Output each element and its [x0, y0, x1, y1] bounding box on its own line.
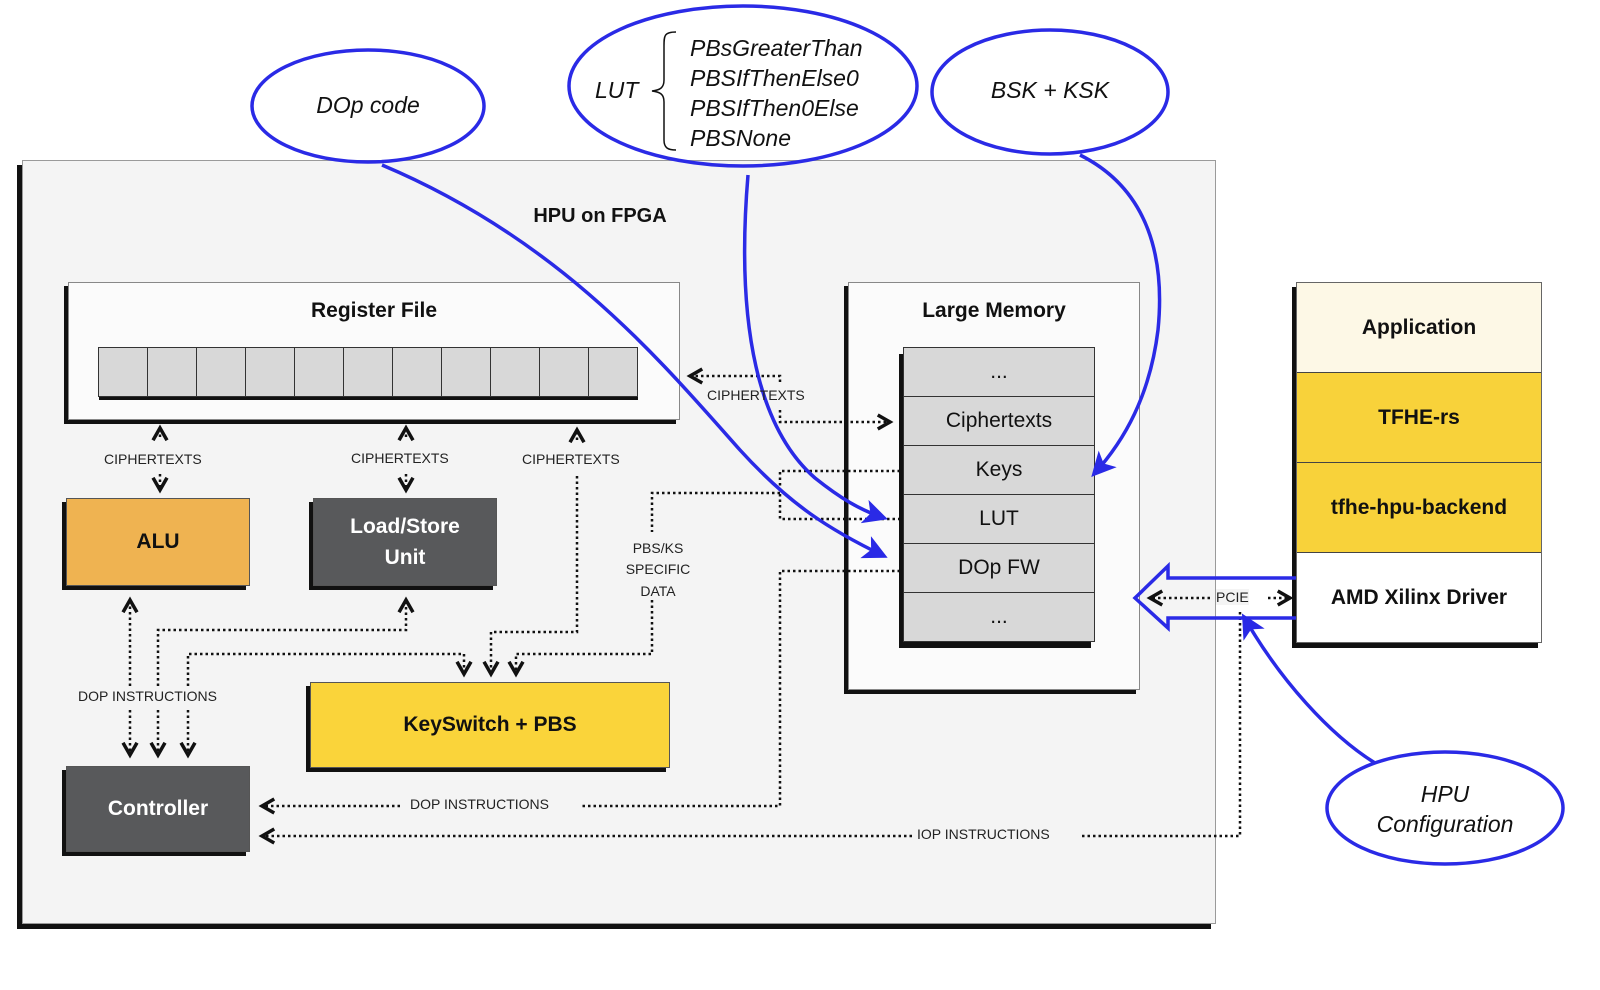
lut-arrow	[742, 174, 888, 524]
label-data: DATA	[616, 583, 700, 599]
register-cell	[147, 347, 197, 397]
register-cell	[245, 347, 295, 397]
keyswitch-pbs-block: KeySwitch + PBS	[310, 682, 670, 768]
label-ciphertexts-lsu: CIPHERTEXTS	[351, 450, 449, 466]
lut-item: PBsGreaterThan	[690, 35, 863, 61]
connector-pbs-data	[650, 491, 780, 532]
controller-block: Controller	[66, 766, 250, 852]
stack-tfhe-rs: TFHE-rs	[1297, 373, 1541, 463]
fpga-title: HPU on FPGA	[533, 205, 667, 227]
large-memory-title: Large Memory	[922, 299, 1066, 322]
memory-row-keys: Keys	[903, 445, 1095, 495]
register-cell	[539, 347, 589, 397]
dop-code-text: DOp code	[316, 92, 420, 118]
software-stack: Application TFHE-rs tfhe-hpu-backend AMD…	[1296, 282, 1542, 643]
register-cell	[98, 347, 148, 397]
memory-row-ellipsis-bottom: ...	[903, 592, 1095, 642]
memory-stack: ... Ciphertexts Keys LUT DOp FW ...	[903, 347, 1095, 642]
register-cell	[588, 347, 638, 397]
bsk-ksk-bubble	[930, 28, 1170, 156]
alu-block: ALU	[66, 498, 250, 586]
connector-memory-regfile	[690, 376, 782, 382]
register-cells	[98, 347, 638, 397]
label-dop-instructions-bottom: DOP INSTRUCTIONS	[410, 796, 549, 812]
connector-keys-lut	[778, 469, 900, 521]
connector-ctrl-ks	[186, 652, 464, 686]
stack-amd-xilinx-driver: AMD Xilinx Driver	[1297, 553, 1541, 642]
keyswitch-label: KeySwitch + PBS	[403, 713, 577, 736]
lut-text: LUT	[595, 77, 639, 103]
pcie-arrow	[1132, 561, 1296, 632]
dop-code-arrow	[381, 163, 888, 559]
lsu-label-line2: Unit	[384, 546, 426, 569]
label-iop-instructions: IOP INSTRUCTIONS	[917, 826, 1050, 842]
hpu-config-line1: HPU	[1420, 781, 1470, 807]
connector-iop-controller	[1082, 612, 1242, 838]
dop-code-bubble	[250, 48, 486, 164]
bsk-ksk-text: BSK + KSK	[990, 77, 1110, 103]
lut-item: PBSNone	[690, 125, 792, 151]
controller-label: Controller	[107, 797, 209, 820]
register-file-title: Register File	[310, 299, 438, 322]
label-ciphertexts-alu: CIPHERTEXTS	[104, 451, 202, 467]
hpu-config-bubble	[1325, 750, 1565, 866]
label-pcie: PCIE	[1216, 589, 1249, 605]
hpu-config-text: HPU Configuration	[1360, 779, 1530, 839]
stack-tfhe-hpu-backend: tfhe-hpu-backend	[1297, 463, 1541, 553]
memory-row-ellipsis-top: ...	[903, 347, 1095, 397]
label-dop-instructions-left: DOP INSTRUCTIONS	[78, 688, 217, 704]
register-cell	[392, 347, 442, 397]
register-cell	[343, 347, 393, 397]
memory-row-ciphertexts: Ciphertexts	[903, 396, 1095, 446]
bsk-ksk-arrow	[1079, 153, 1162, 478]
label-ciphertexts-memory: CIPHERTEXTS	[707, 387, 805, 403]
lut-item: PBSIfThenElse0	[690, 65, 859, 91]
register-file: Register File	[68, 282, 680, 420]
register-cell	[294, 347, 344, 397]
connector-dopfw-controller	[582, 569, 900, 808]
stack-application: Application	[1297, 283, 1541, 373]
lsu-label-line1: Load/Store	[350, 515, 460, 538]
memory-row-lut: LUT	[903, 494, 1095, 544]
label-specific: SPECIFIC	[616, 561, 700, 577]
lut-brace	[651, 31, 677, 151]
label-ciphertexts-ks: CIPHERTEXTS	[522, 451, 620, 467]
register-cell	[490, 347, 540, 397]
label-pbs-ks: PBS/KS	[616, 540, 700, 556]
lut-bubble	[567, 4, 919, 168]
lut-item: PBSIfThen0Else	[690, 95, 859, 121]
hpu-config-arrow	[1241, 613, 1376, 765]
lut-items: PBsGreaterThan PBSIfThenElse0 PBSIfThen0…	[690, 33, 863, 153]
connector-ctrl-lsu	[156, 600, 406, 686]
register-cell	[196, 347, 246, 397]
alu-label: ALU	[136, 530, 180, 553]
hpu-config-line2: Configuration	[1376, 811, 1514, 837]
